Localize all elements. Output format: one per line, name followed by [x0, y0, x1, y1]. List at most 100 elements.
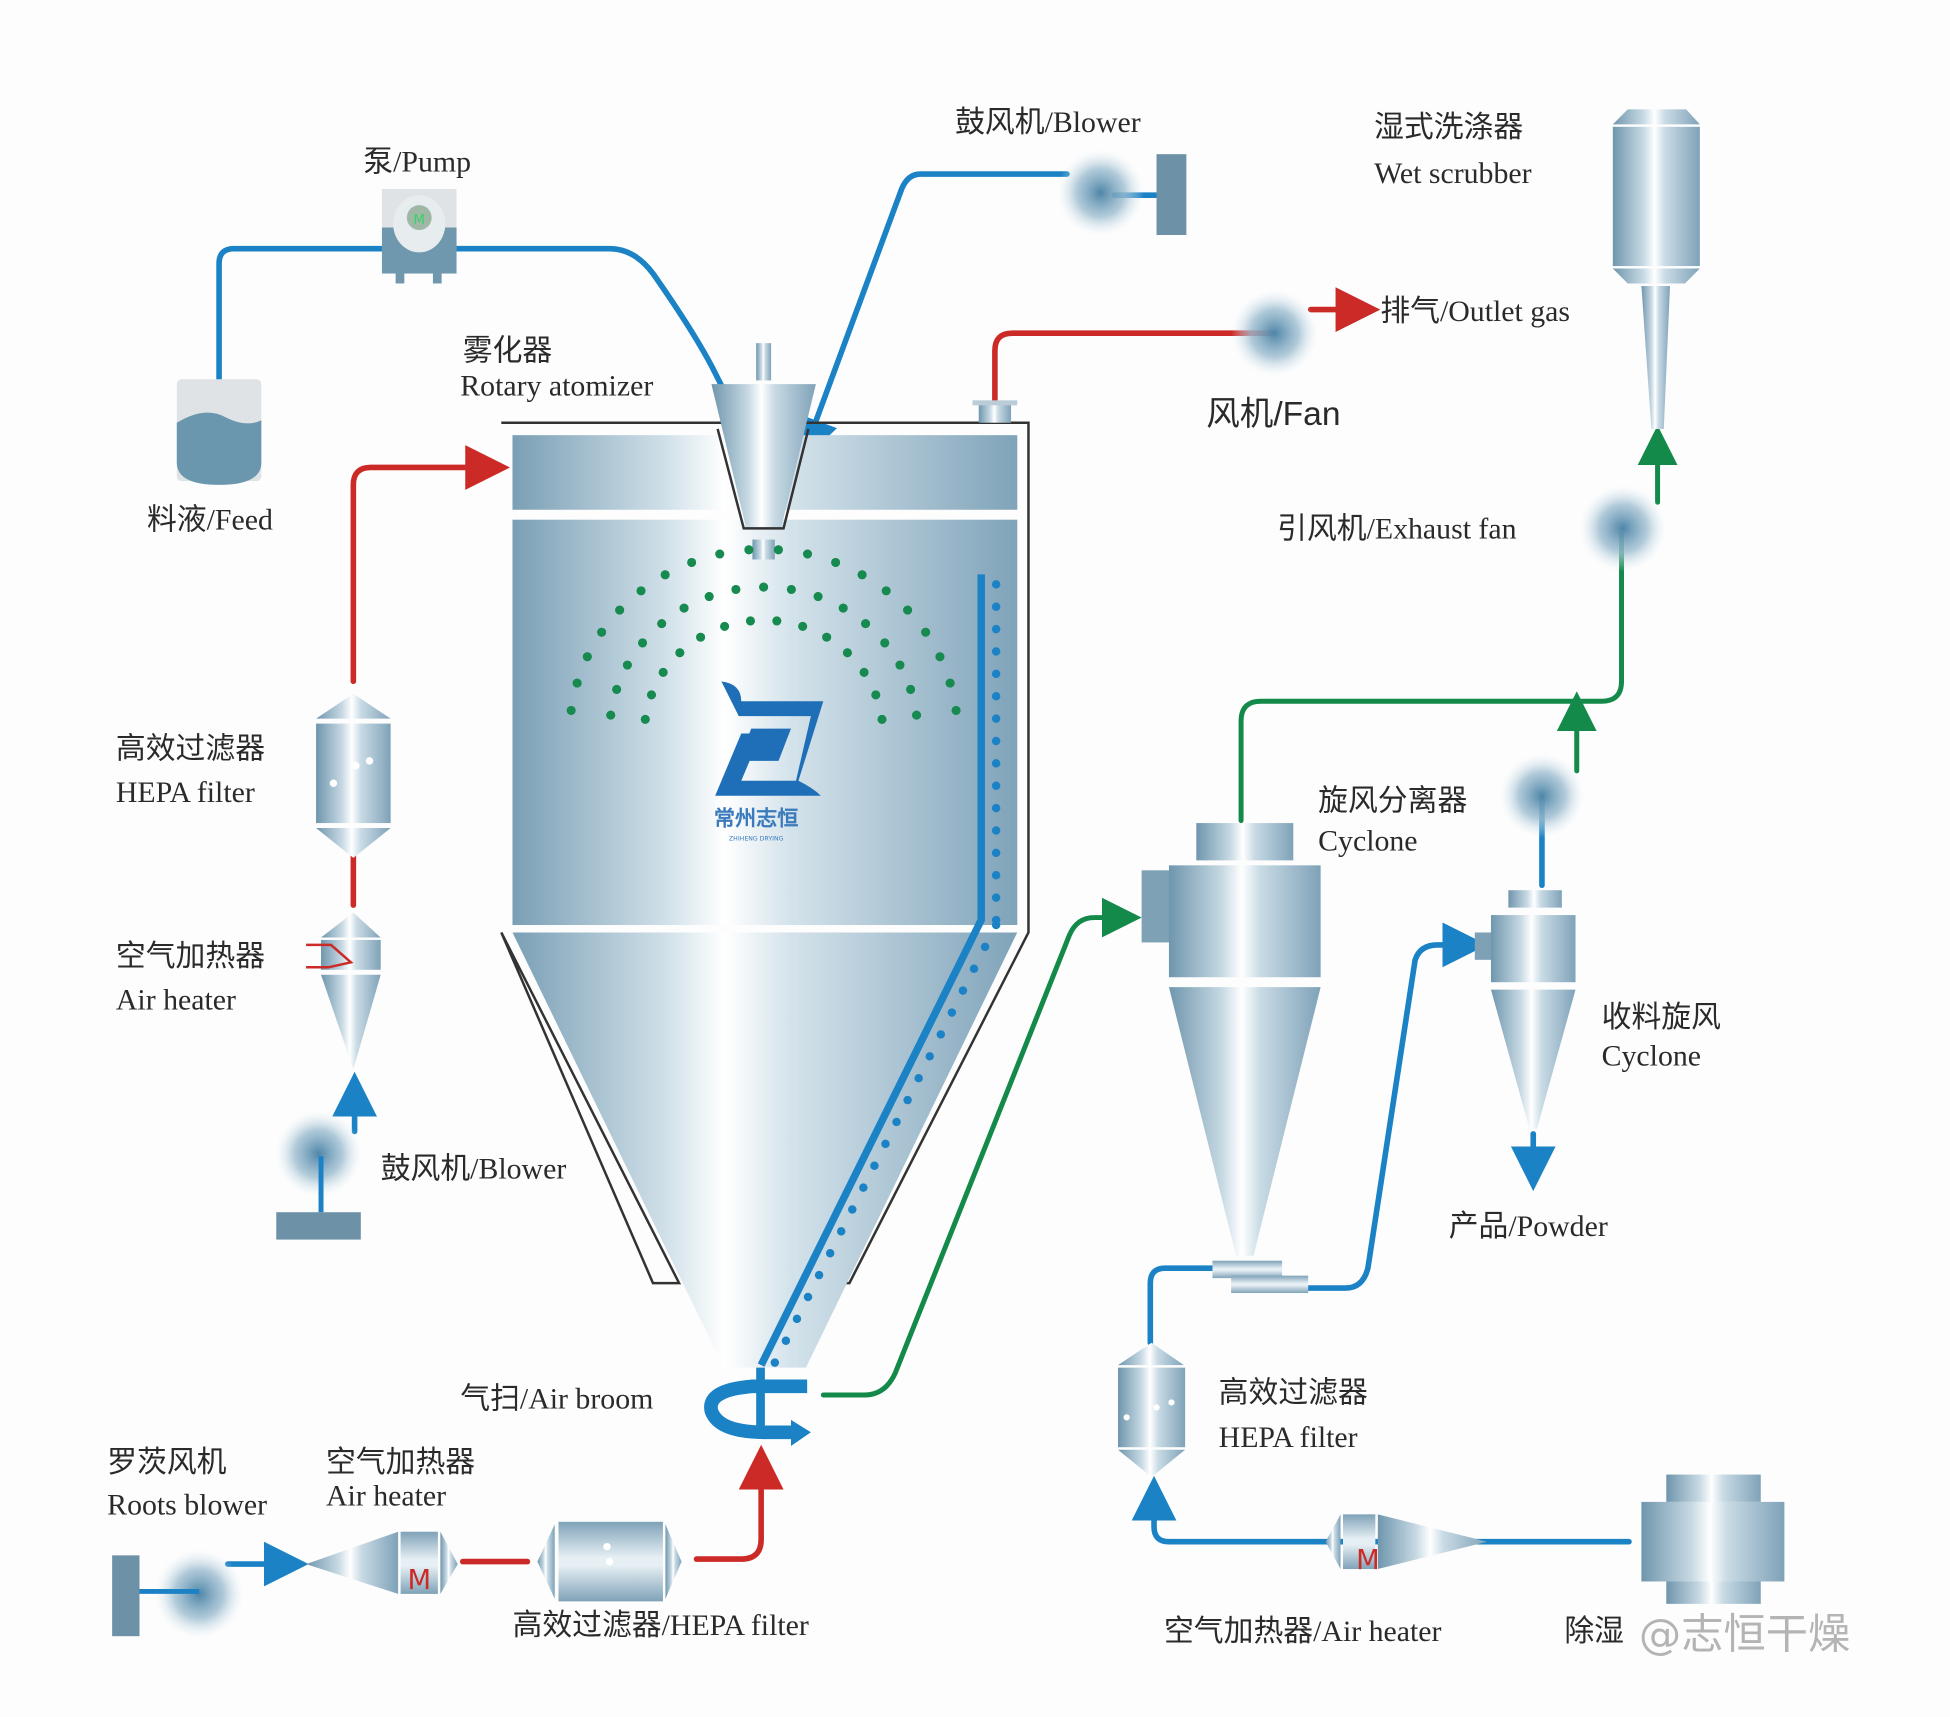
broom-nozzle-dot: [914, 1073, 923, 1083]
spray-droplet: [744, 545, 754, 555]
spray-droplet: [704, 592, 714, 602]
label-hepa-right-en: HEPA filter: [1219, 1421, 1358, 1454]
spray-droplet: [903, 605, 913, 615]
spray-droplet: [842, 648, 852, 658]
spray-droplet: [861, 619, 871, 629]
broom-nozzle-dot: [991, 714, 1001, 723]
blower-left-impeller-icon: [275, 1110, 363, 1198]
spray-droplet: [572, 678, 582, 688]
broom-nozzle-dot: [991, 602, 1001, 611]
heater-right-coil-mark: M: [1356, 1545, 1380, 1576]
spray-droplet: [657, 619, 667, 629]
broom-nozzle-dot: [925, 1052, 934, 1061]
chamber-to-fan-pipe: [992, 330, 1274, 404]
broom-nozzle-dot: [859, 1183, 868, 1192]
exhaust-fan-impeller-icon: [1579, 484, 1667, 572]
label-hepa-left-en: HEPA filter: [116, 776, 255, 809]
cyclone-separator: [1141, 823, 1321, 1294]
air-broom-sweep: [757, 574, 1001, 1367]
pump-motor-mark: M: [413, 212, 425, 228]
cyclone-to-collector-pipe: [1305, 922, 1488, 1291]
spray-droplet: [566, 705, 576, 715]
collector-fan-impeller-icon: [1499, 753, 1585, 838]
spray-droplet: [877, 714, 887, 724]
spray-droplet: [773, 545, 783, 555]
label-dehumidifier: 除湿: [1564, 1615, 1624, 1648]
broom-nozzle-dot: [991, 669, 1001, 679]
spray-droplet: [857, 570, 867, 580]
label-exhaust-fan: 引风机/Exhaust fan: [1277, 512, 1516, 545]
spray-droplet: [582, 652, 592, 662]
broom-nozzle-dot: [881, 1139, 890, 1149]
collecting-cyclone: [1474, 753, 1585, 1129]
spray-droplet: [731, 584, 741, 594]
spray-droplet: [895, 660, 905, 670]
broom-nozzle-dot: [991, 781, 1001, 790]
label-blower-left: 鼓风机/Blower: [381, 1153, 567, 1186]
label-hepa-right-cn: 高效过滤器: [1219, 1376, 1368, 1409]
broom-nozzle-dot: [936, 1030, 946, 1039]
broom-nozzle-dot: [991, 803, 1001, 813]
label-powder: 产品/Powder: [1449, 1210, 1608, 1243]
spray-droplet: [715, 549, 725, 559]
spray-droplet: [871, 690, 881, 700]
hepa-filter-left: [316, 693, 391, 858]
label-cyclone-en: Cyclone: [1318, 824, 1417, 857]
roots-blower: [112, 1549, 244, 1639]
label-heater-left-en: Air heater: [116, 984, 236, 1017]
spray-droplet: [786, 584, 796, 594]
spray-droplet: [906, 684, 916, 694]
spray-droplet: [912, 710, 922, 720]
spray-droplet: [675, 648, 685, 658]
broom-nozzle-dot: [792, 1314, 802, 1324]
air-broom: [704, 1367, 811, 1446]
logo-name: 常州志恒: [714, 806, 799, 831]
label-roots-cn: 罗茨风机: [107, 1446, 226, 1479]
spray-droplet: [859, 667, 869, 677]
company-logo: 常州志恒 ZHIHENG DRYING: [714, 681, 824, 842]
broom-nozzle-dot: [903, 1095, 912, 1105]
spray-droplet: [772, 616, 782, 626]
spray-droplet: [615, 605, 625, 615]
dehumidifier: [1641, 1474, 1785, 1604]
spray-droplet: [606, 710, 616, 720]
blower-left: [275, 1110, 363, 1240]
label-collect-cyclone-cn: 收料旋风: [1602, 1001, 1721, 1034]
broom-nozzle-dot: [969, 964, 979, 974]
air-broom-to-cyclone-pipe: [820, 897, 1142, 1398]
spray-droplet: [720, 621, 730, 631]
label-fan: 风机/Fan: [1206, 395, 1340, 433]
blower-to-atomizer-pipe: [795, 171, 1070, 463]
heater-bottom-coil-mark: M: [407, 1565, 431, 1596]
pump-to-atomizer-pipe: [447, 245, 725, 389]
spray-droplet: [921, 627, 931, 637]
broom-nozzle-dot: [991, 624, 1001, 634]
broom-nozzle-dot: [770, 1358, 780, 1367]
spray-droplet: [597, 627, 607, 637]
watermark: @志恒干燥: [1639, 1610, 1850, 1659]
broom-nozzle-dot: [947, 1008, 957, 1017]
hepa-filter-bottom: [537, 1521, 682, 1602]
spray-droplet: [612, 684, 622, 694]
broom-nozzle-dot: [991, 848, 1001, 858]
heater-to-hepa-right-pipe: [1131, 1475, 1321, 1545]
label-scrubber-cn: 湿式洗涤器: [1374, 111, 1523, 144]
blower-top: [1057, 149, 1187, 237]
blower-top-impeller-icon: [1057, 149, 1145, 237]
feed-tank: [176, 379, 262, 485]
spray-droplet: [679, 603, 689, 613]
broom-nozzle-dot: [892, 1117, 901, 1127]
spray-droplets: [566, 545, 961, 724]
label-hepa-bottom: 高效过滤器/HEPA filter: [512, 1609, 808, 1642]
broom-nozzle-dot: [836, 1227, 846, 1236]
broom-nozzle-dot: [991, 692, 1001, 701]
spray-droplet: [822, 632, 832, 642]
broom-nozzle-dot: [814, 1270, 824, 1280]
spray-droplet: [831, 557, 841, 567]
spray-droplet: [803, 549, 813, 559]
spray-droplet: [838, 603, 848, 613]
label-hepa-left-cn: 高效过滤器: [116, 732, 265, 765]
broom-nozzle-dot: [991, 893, 1001, 902]
